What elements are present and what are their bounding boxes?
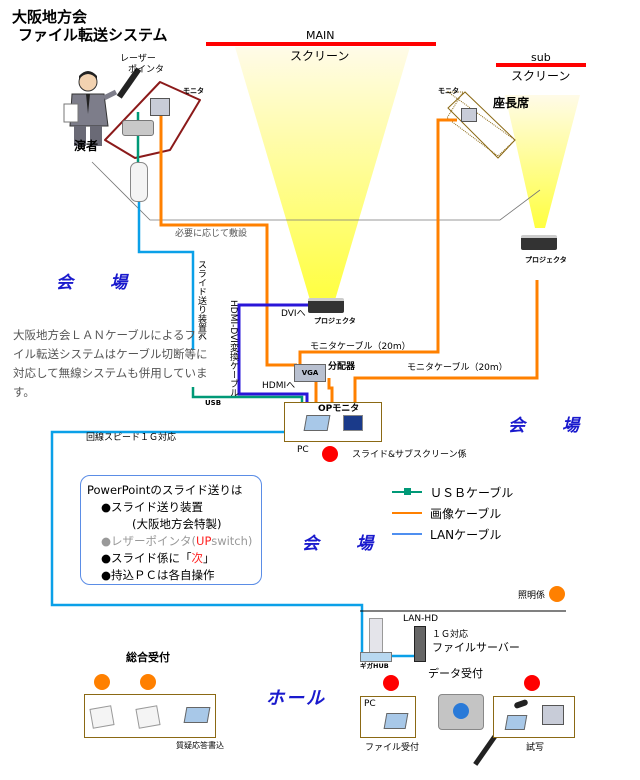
slide-device-vertical-label: スライド送り装置へ	[196, 260, 206, 341]
op-monitor-icon	[343, 415, 363, 431]
form-icon-2	[135, 705, 161, 729]
op-monitor-label: OPモニタ	[318, 404, 360, 414]
usb-label: USB	[205, 399, 222, 407]
file-server-label-2: ファイルサーバー	[432, 641, 520, 654]
preview-laptop-icon	[504, 715, 528, 730]
slide-staff-label: スライド&サブスクリーン係	[352, 450, 467, 460]
reception-staff-marker-2	[140, 674, 156, 690]
venue-label-right: 会 場	[508, 416, 589, 436]
hall-label: ホール	[266, 688, 326, 709]
main-screen-sublabel: スクリーン	[290, 49, 350, 63]
preview-label: 試写	[526, 743, 545, 753]
cable-hdmi-dvi	[237, 303, 310, 410]
main-projector-beam	[235, 47, 410, 300]
cable-sub-projector	[353, 280, 539, 410]
laser-pointer-label-1: レーザー	[120, 54, 156, 64]
data-reception-label: データ受付	[428, 667, 483, 680]
video-swatch	[392, 512, 422, 514]
info-item-3: ●スライド係に「次」	[101, 551, 215, 565]
file-reception-laptop-icon	[383, 713, 409, 729]
preview-staff-marker	[524, 675, 540, 691]
info-item-2: ●レザーポインタ(UPswitch)	[101, 534, 253, 548]
speaker-figure-icon	[62, 70, 118, 148]
monitor-cable-label-2: モニタケーブル（20m）	[407, 363, 508, 373]
lay-as-needed-label: 必要に応じて敷設	[175, 229, 248, 239]
sub-screen-sublabel: スクリーン	[511, 69, 571, 83]
chair-monitor-icon	[461, 108, 477, 122]
file-reception-pc-label: PC	[364, 699, 376, 709]
slide-staff-marker	[322, 446, 338, 462]
qa-entry-label: 質疑応答書込	[176, 741, 224, 750]
lighting-staff-label: 照明係	[518, 591, 546, 601]
operator-pc-box	[284, 402, 382, 442]
file-reception-box: PC	[360, 696, 416, 738]
usb-stick-icon	[513, 698, 529, 710]
speaker-monitor-icon	[150, 98, 170, 116]
sub-projector-label: プロジェクタ	[525, 256, 567, 264]
lan-hd-label: LAN-HD	[403, 614, 439, 624]
speaker-monitor-label: モニタ	[183, 87, 204, 95]
pc-label: PC	[297, 445, 309, 455]
stage-outline	[91, 161, 541, 221]
lan-swatch	[392, 533, 422, 535]
speaker-area-outline	[104, 81, 201, 159]
lighting-staff-marker	[549, 586, 565, 602]
file-server-icon	[414, 626, 426, 662]
cable-chair-monitor	[298, 118, 457, 364]
splitter-label: 分配器	[328, 362, 356, 372]
info-item-1-sub: (大阪地方会特製)	[132, 517, 222, 531]
preview-box	[493, 696, 575, 738]
reception-laptop-icon	[183, 707, 211, 723]
vga-splitter-icon: VGA	[294, 364, 326, 382]
sub-screen-label: sub	[531, 51, 551, 64]
chair-monitor-label: モニタ	[438, 87, 459, 95]
cable-splitter-down2	[327, 378, 334, 410]
dvi-label: DVIへ	[281, 309, 306, 319]
system-note: 大阪地方会ＬＡＮケーブルによるファイル転送システムはケーブル切断等に対応して無線…	[13, 328, 208, 399]
hdmi-label: HDMIへ	[262, 381, 296, 391]
info-heading: PowerPointのスライド送りは	[87, 483, 243, 497]
chair-label: 座長席	[493, 96, 530, 110]
main-projector-icon	[308, 298, 344, 313]
giga-hub-icon	[360, 652, 392, 662]
usb-receiver-icon	[130, 162, 148, 202]
file-reception-staff-marker	[383, 675, 399, 691]
speaker-label: 演者	[74, 139, 99, 153]
slide-control-device-icon	[122, 120, 154, 136]
info-item-1: ●スライド送り装置	[101, 500, 204, 514]
preview-monitor-icon	[542, 705, 564, 725]
hdmi-dvi-vertical-label: HDMI-DVI変換ケーブル	[228, 300, 238, 397]
sub-screen-bar	[496, 63, 586, 67]
info-item-4: ●持込ＰＣは各自操作	[101, 568, 215, 582]
main-screen-bar	[206, 42, 436, 46]
sub-projector-beam	[505, 95, 580, 228]
form-icon-1	[89, 705, 115, 729]
file-reception-label: ファイル受付	[365, 743, 420, 753]
wireless-router-icon	[369, 618, 383, 654]
slide-advance-info-box: PowerPointのスライド送りは ●スライド送り装置 (大阪地方会特製) ●…	[80, 475, 262, 585]
venue-label-left: 会 場	[56, 273, 137, 293]
giga-hub-label: ギガHUB	[360, 662, 389, 670]
general-reception-label: 総合受付	[126, 651, 170, 664]
file-server-label-1: １Ｇ対応	[432, 630, 469, 640]
cable-speaker-monitor	[159, 112, 297, 367]
venue-label-center: 会 場	[302, 534, 383, 554]
monitor-cable-label-1: モニタケーブル（20m）	[310, 342, 411, 352]
laser-pointer-label-2: ポインタ	[128, 65, 165, 75]
general-reception-box	[84, 694, 216, 738]
slide-advance-button-icon	[438, 694, 484, 730]
sub-projector-icon	[521, 235, 557, 250]
operator-laptop-icon	[303, 415, 331, 431]
reception-staff-marker-1	[94, 674, 110, 690]
main-screen-label: MAIN	[306, 29, 335, 42]
title-line2: ファイル転送システム	[18, 26, 168, 44]
chair-area-outline	[446, 91, 516, 157]
line-speed-label: 回線スピード１Ｇ対応	[86, 433, 177, 443]
cable-lan-slide	[137, 200, 195, 350]
main-projector-label: プロジェクタ	[314, 317, 356, 325]
title-line1: 大阪地方会	[12, 8, 88, 26]
